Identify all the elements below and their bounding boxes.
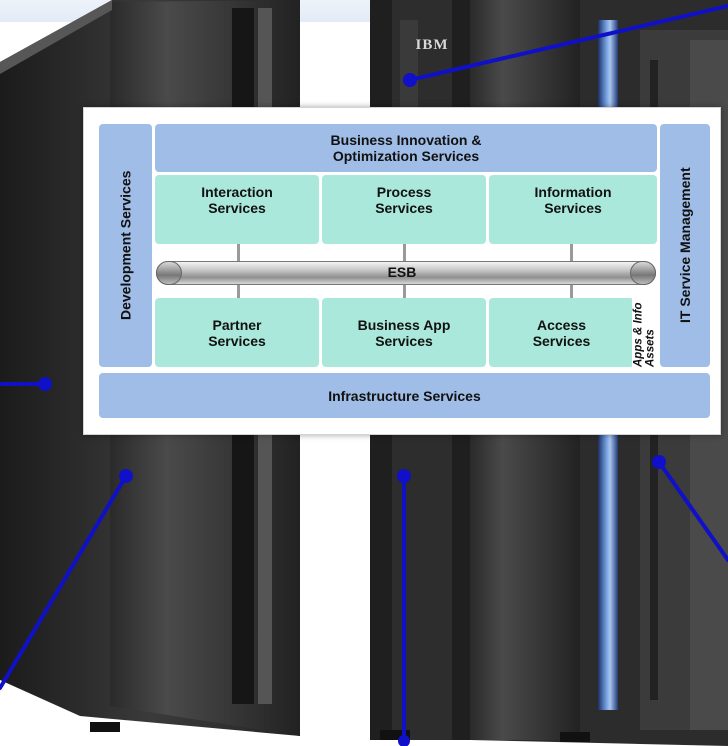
apps-info-assets-label: Apps & Info Assets — [632, 298, 657, 367]
esb-bus — [156, 261, 656, 285]
interaction-services-box: Interaction Services — [155, 175, 319, 244]
ibm-logo: IBM — [415, 37, 449, 53]
esb-bus-end-left — [156, 261, 182, 285]
business-app-services-box: Business App Services — [322, 298, 486, 367]
it-service-management-box: IT Service Management — [660, 124, 710, 367]
esb-label: ESB — [387, 264, 417, 280]
infrastructure-services-box: Infrastructure Services — [99, 373, 710, 418]
information-services-box: Information Services — [489, 175, 657, 244]
partner-services-box: Partner Services — [155, 298, 319, 367]
esb-bus-end-right — [630, 261, 656, 285]
business-innovation-services-box: Business Innovation & Optimization Servi… — [155, 124, 657, 172]
development-services-box: Development Services — [99, 124, 152, 367]
access-services-box: Access Services — [489, 298, 634, 367]
process-services-box: Process Services — [322, 175, 486, 244]
soa-reference-architecture: Development Services IT Service Manageme… — [83, 107, 721, 435]
